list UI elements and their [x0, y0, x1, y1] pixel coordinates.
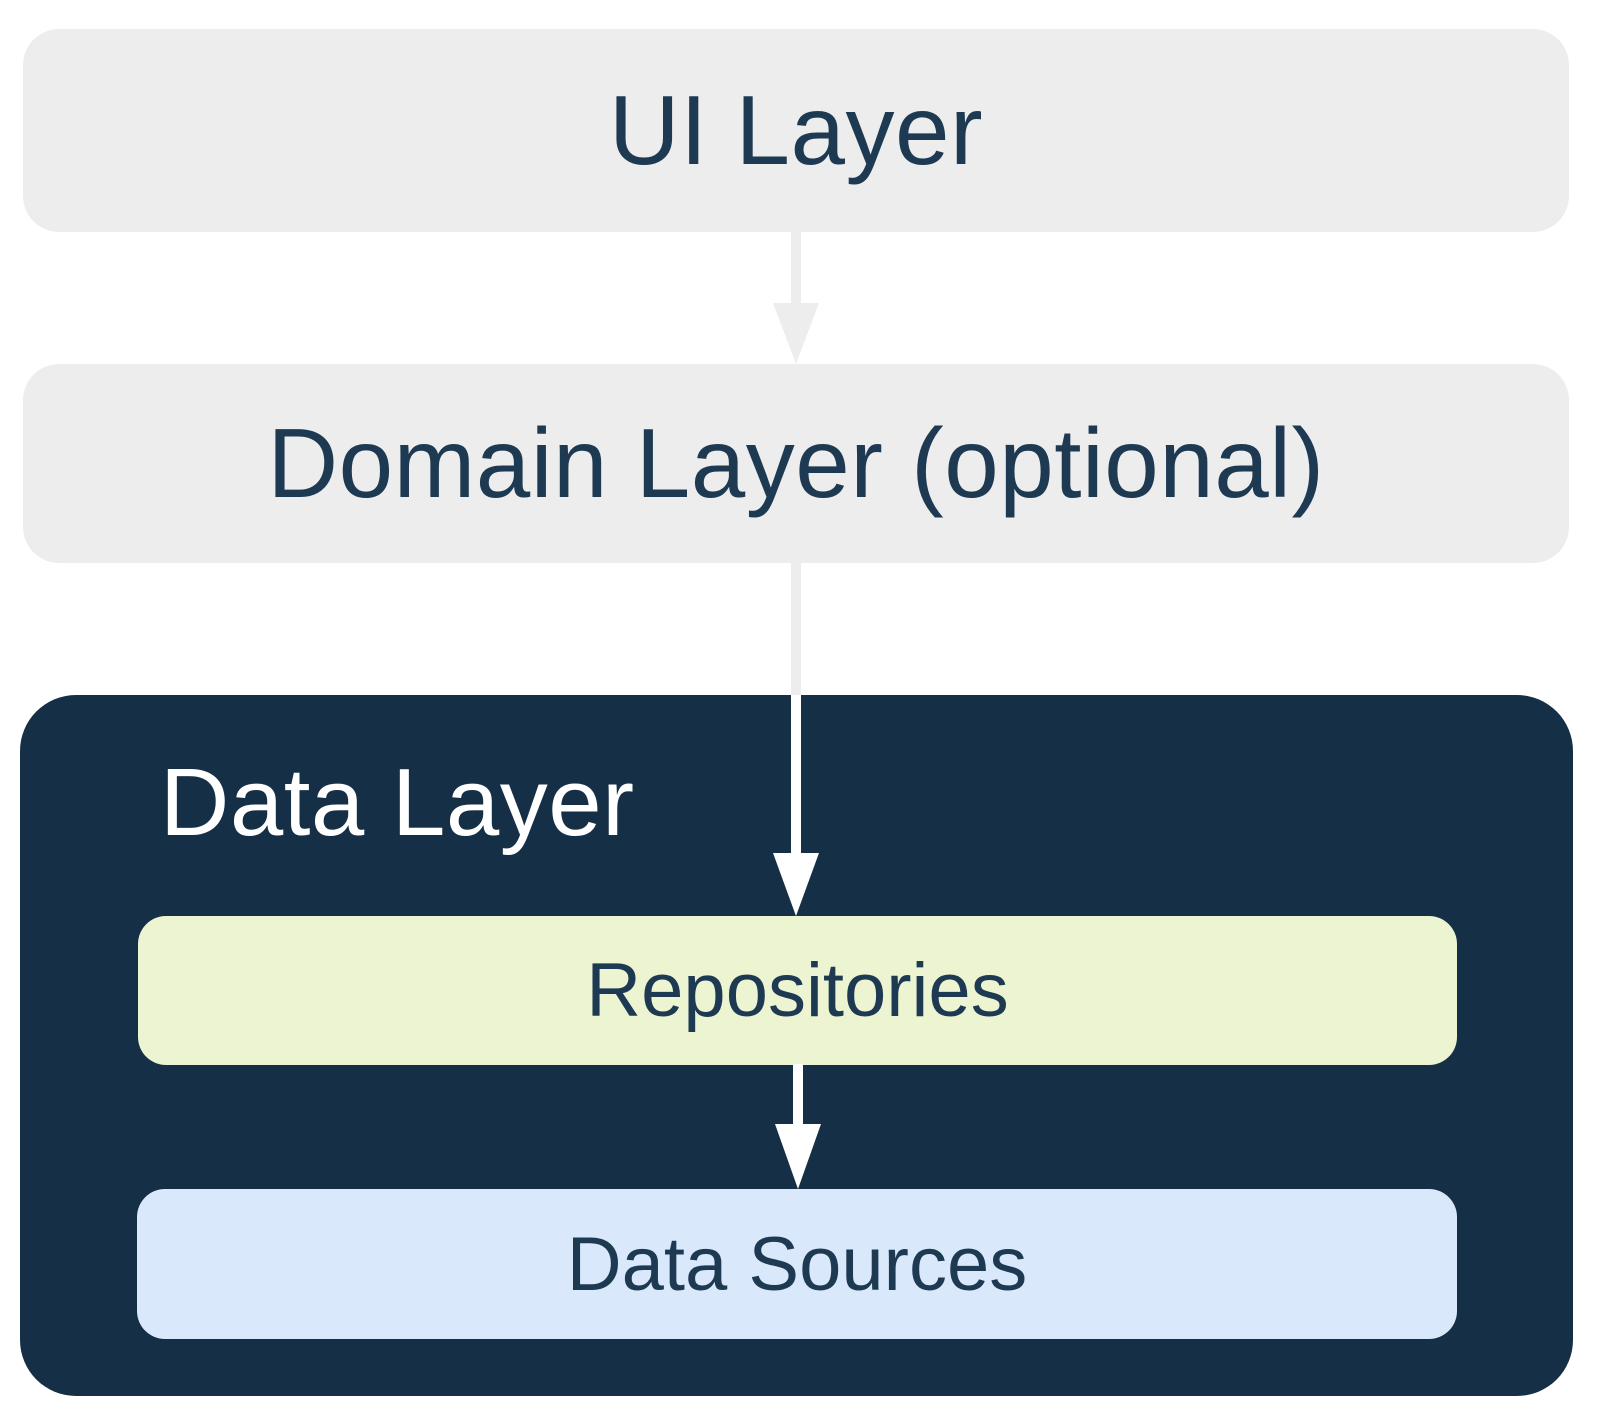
data-layer-label: Data Layer: [160, 749, 635, 856]
repositories-box: Repositories: [138, 916, 1457, 1065]
domain-layer-label: Domain Layer (optional): [267, 408, 1325, 518]
ui-layer-box: UI Layer: [23, 29, 1569, 232]
repositories-label: Repositories: [586, 948, 1009, 1033]
data-sources-box: Data Sources: [137, 1189, 1457, 1339]
arrow-down-icon: [773, 853, 819, 916]
arrow-domain-to-repositories-stem-gray: [791, 562, 801, 695]
arrow-ui-to-domain-stem: [791, 231, 801, 303]
arrow-down-icon: [775, 1124, 821, 1189]
arrow-repositories-to-data-sources-stem: [793, 1064, 803, 1124]
data-sources-label: Data Sources: [566, 1221, 1028, 1307]
arrow-domain-to-repositories-stem-white: [791, 695, 801, 853]
ui-layer-label: UI Layer: [608, 75, 984, 185]
domain-layer-box: Domain Layer (optional): [23, 364, 1569, 563]
arrow-down-icon: [773, 303, 819, 364]
